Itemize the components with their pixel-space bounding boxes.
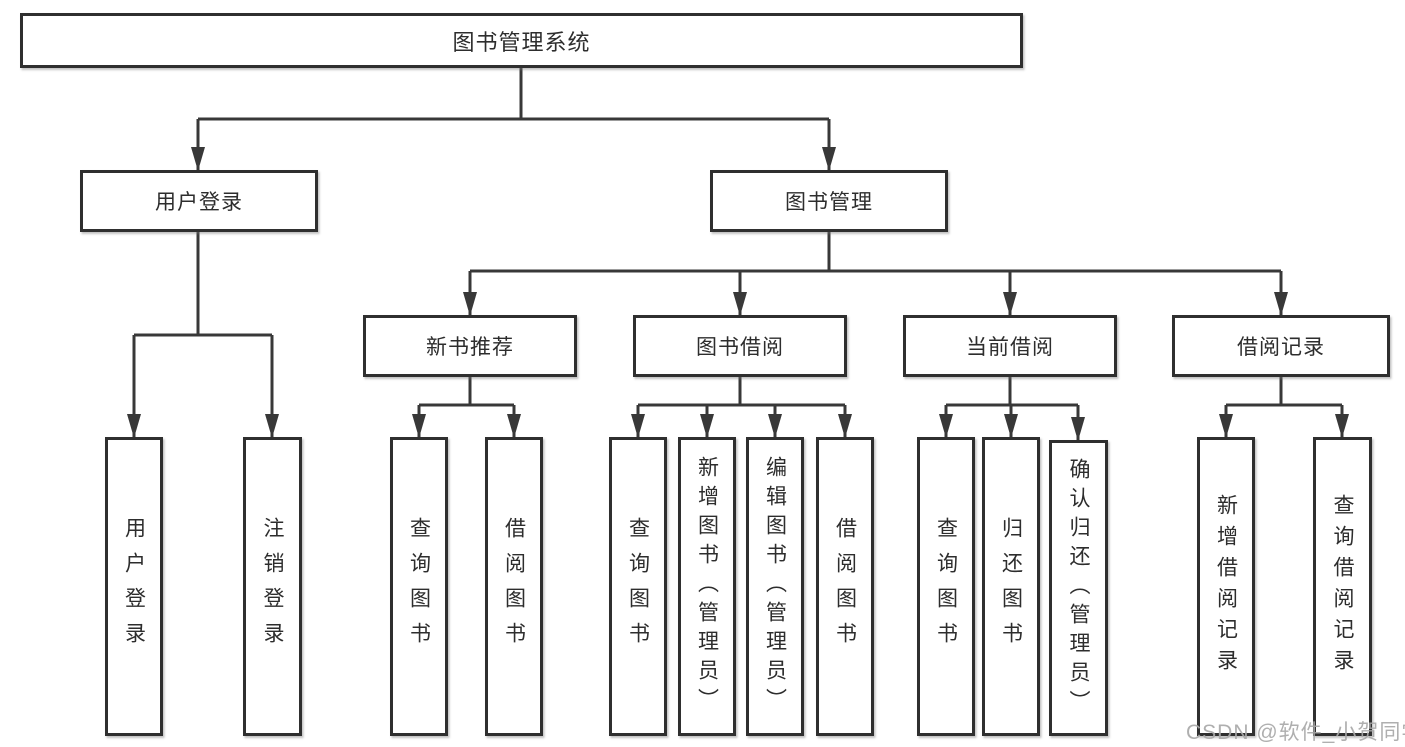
- connector-root-bus: [198, 68, 829, 121]
- connector-book-borrow-bus: [638, 377, 845, 407]
- watermark: CSDN @软件_小贺同学: [1186, 721, 1405, 744]
- leaf-user-login: 用户登录: [105, 437, 163, 736]
- node-root: 图书管理系统: [20, 13, 1023, 68]
- node-book-borrow: 图书借阅: [633, 315, 847, 377]
- leaf-confirm-return-admin: 确认归还（管理员）: [1049, 440, 1108, 736]
- leaf-add-borrow-record: 新增借阅记录: [1197, 437, 1255, 736]
- leaf-add-books-admin: 新增图书（管理员）: [678, 437, 736, 736]
- leaf-return-books-label: 归还图书: [999, 516, 1023, 657]
- leaf-logout: 注销登录: [243, 437, 302, 736]
- leaf-borrow-books-borrow-label: 借阅图书: [833, 516, 857, 657]
- connector-user-login-bus: [134, 232, 272, 337]
- connector-current-borrow-bus: [946, 377, 1078, 407]
- leaf-add-borrow-record-label: 新增借阅记录: [1214, 493, 1238, 680]
- leaf-return-books: 归还图书: [982, 437, 1040, 736]
- leaf-borrow-books-recommend: 借阅图书: [485, 437, 543, 736]
- leaf-logout-label: 注销登录: [261, 516, 284, 657]
- leaf-edit-books-admin-label: 编辑图书（管理员）: [763, 456, 787, 717]
- leaf-borrow-books-recommend-label: 借阅图书: [502, 516, 526, 657]
- node-borrow-records: 借阅记录: [1172, 315, 1390, 377]
- leaf-user-login-label: 用户登录: [122, 516, 146, 657]
- node-current-borrow: 当前借阅: [903, 315, 1117, 377]
- leaf-confirm-return-admin-label: 确认归还（管理员）: [1067, 457, 1090, 719]
- leaf-query-borrow-record-label: 查询借阅记录: [1331, 493, 1354, 680]
- connector-borrow-records-bus: [1226, 377, 1342, 407]
- leaf-borrow-books-borrow: 借阅图书: [816, 437, 874, 736]
- leaf-edit-books-admin: 编辑图书（管理员）: [746, 437, 804, 736]
- leaf-add-books-admin-label: 新增图书（管理员）: [695, 456, 719, 717]
- node-user-login: 用户登录: [80, 170, 318, 232]
- leaf-query-borrow-record: 查询借阅记录: [1313, 437, 1372, 736]
- leaf-query-books-borrow-label: 查询图书: [626, 516, 650, 657]
- node-new-book-recommend: 新书推荐: [363, 315, 577, 377]
- leaf-query-books-recommend-label: 查询图书: [407, 516, 431, 657]
- leaf-query-books-recommend: 查询图书: [390, 437, 448, 736]
- connector-new-book-bus: [419, 377, 514, 407]
- node-book-management: 图书管理: [710, 170, 948, 232]
- leaf-query-books-borrow: 查询图书: [609, 437, 667, 736]
- leaf-query-books-current: 查询图书: [917, 437, 975, 736]
- leaf-query-books-current-label: 查询图书: [934, 516, 958, 657]
- connector-book-management-bus: [470, 232, 1281, 273]
